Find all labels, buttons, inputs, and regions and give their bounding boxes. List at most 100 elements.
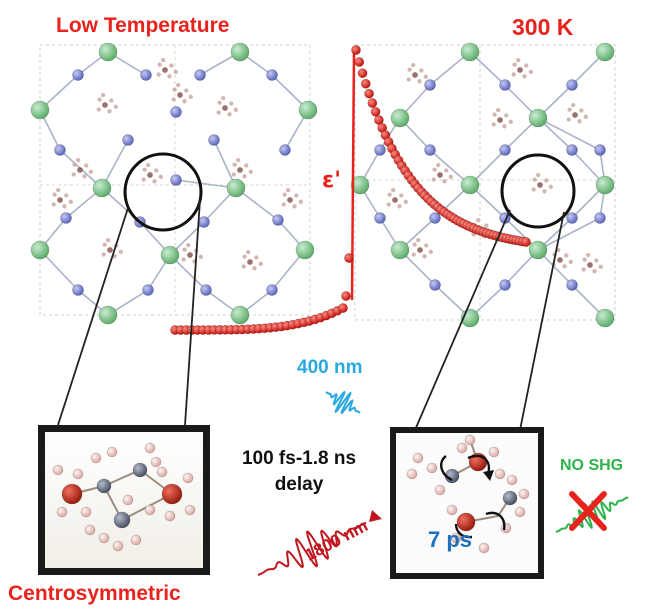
curve-point bbox=[367, 98, 378, 108]
halide-atom bbox=[295, 240, 315, 260]
delay-label-line2: delay bbox=[274, 474, 324, 495]
zoom-line bbox=[519, 211, 565, 431]
organic-cation bbox=[386, 187, 408, 209]
blocked-x-icon bbox=[569, 491, 607, 531]
hydrogen-atom bbox=[412, 452, 424, 464]
zoom-line bbox=[414, 209, 511, 431]
oxygen-atom bbox=[61, 483, 83, 505]
organic-cation bbox=[531, 172, 553, 194]
nitrogen-atom bbox=[499, 279, 511, 291]
nitrogen-atom bbox=[208, 134, 220, 146]
zoom-line bbox=[57, 207, 129, 426]
hydrogen-atom bbox=[446, 504, 458, 516]
bond bbox=[39, 249, 79, 291]
organic-cation bbox=[171, 82, 193, 104]
hydrogen-atom bbox=[156, 466, 168, 478]
organic-cation bbox=[281, 187, 303, 209]
nitrogen-atom bbox=[424, 144, 436, 156]
hydrogen-atom bbox=[150, 456, 162, 468]
curve-point bbox=[338, 303, 348, 313]
nitrogen-atom bbox=[200, 284, 212, 296]
halide-atom bbox=[390, 240, 410, 260]
hydrogen-atom bbox=[426, 462, 438, 474]
nitrogen-atom bbox=[170, 106, 182, 118]
carbon-atom bbox=[113, 511, 131, 529]
low-temperature-label: Low Temperature bbox=[56, 14, 230, 37]
hydrogen-atom bbox=[456, 442, 468, 454]
pump-pulse-icon bbox=[325, 390, 361, 415]
curve-point bbox=[344, 253, 354, 263]
permittivity-axis-label: ε' bbox=[322, 168, 341, 193]
halide-atom bbox=[230, 42, 250, 62]
nitrogen-atom bbox=[429, 212, 441, 224]
hydrogen-atom bbox=[84, 524, 96, 536]
organic-cation bbox=[156, 57, 178, 79]
organic-cation bbox=[71, 157, 93, 179]
hydrogen-atom bbox=[464, 434, 476, 446]
halide-atom bbox=[595, 42, 615, 62]
hydrogen-atom bbox=[494, 468, 506, 480]
organic-cation bbox=[216, 95, 238, 117]
halide-atom bbox=[350, 175, 370, 195]
organic-cation bbox=[551, 247, 573, 269]
probe-arrow-head-icon bbox=[369, 510, 382, 522]
timescale-label: 7 ps bbox=[428, 527, 473, 552]
hydrogen-atom bbox=[488, 446, 500, 458]
nitrogen-atom bbox=[266, 284, 278, 296]
carbon-atom bbox=[502, 490, 518, 506]
hydrogen-atom bbox=[184, 504, 196, 516]
nitrogen-atom bbox=[566, 144, 578, 156]
carbon-atom bbox=[132, 462, 148, 478]
nitrogen-atom bbox=[54, 144, 66, 156]
halide-atom bbox=[226, 178, 246, 198]
bond bbox=[101, 139, 129, 189]
bond bbox=[537, 217, 601, 251]
rotation-arrow-icon bbox=[440, 455, 453, 482]
halide-atom bbox=[30, 240, 50, 260]
curve-point bbox=[521, 237, 531, 247]
hydrogen-atom bbox=[500, 522, 512, 534]
organic-cation bbox=[181, 242, 203, 264]
hydrogen-atom bbox=[98, 532, 110, 544]
transition-line bbox=[350, 49, 356, 301]
hydrogen-atom bbox=[518, 488, 530, 500]
nitrogen-atom bbox=[122, 134, 134, 146]
halide-atom bbox=[528, 108, 548, 128]
nitrogen-atom bbox=[374, 144, 386, 156]
nitrogen-atom bbox=[594, 144, 606, 156]
halide-atom bbox=[460, 42, 480, 62]
bond bbox=[537, 117, 601, 151]
nitrogen-atom bbox=[194, 69, 206, 81]
organic-cation bbox=[406, 62, 428, 84]
curve-point bbox=[370, 106, 381, 117]
no-shg-label: NO SHG bbox=[560, 457, 624, 474]
halide-atom bbox=[30, 100, 50, 120]
hydrogen-atom bbox=[144, 504, 156, 516]
rotation-arrow-icon bbox=[454, 523, 473, 539]
nitrogen-atom bbox=[140, 69, 152, 81]
permittivity-curve bbox=[170, 45, 531, 335]
organic-cation bbox=[566, 102, 588, 124]
halide-atom bbox=[230, 305, 250, 325]
halide-atom bbox=[595, 308, 615, 328]
nitrogen-atom bbox=[266, 69, 278, 81]
hydrogen-atom bbox=[106, 446, 118, 458]
centrosymmetric-label: Centrosymmetric bbox=[8, 582, 181, 605]
organic-cation bbox=[491, 107, 513, 129]
halide-atom bbox=[92, 178, 112, 198]
nitrogen-atom bbox=[72, 284, 84, 296]
organic-cation bbox=[411, 237, 433, 259]
nitrogen-atom bbox=[499, 79, 511, 91]
nitrogen-atom bbox=[198, 216, 210, 228]
halide-atom bbox=[160, 245, 180, 265]
organic-cation bbox=[511, 57, 533, 79]
organic-cation bbox=[431, 162, 453, 184]
probe-pulse-icon bbox=[257, 521, 367, 576]
curve-point bbox=[357, 68, 368, 79]
room-temperature-lattice bbox=[350, 42, 616, 328]
organic-cation bbox=[96, 92, 118, 114]
hydrogen-atom bbox=[406, 468, 418, 480]
nitrogen-atom bbox=[96, 478, 112, 494]
hydrogen-atom bbox=[506, 474, 518, 486]
